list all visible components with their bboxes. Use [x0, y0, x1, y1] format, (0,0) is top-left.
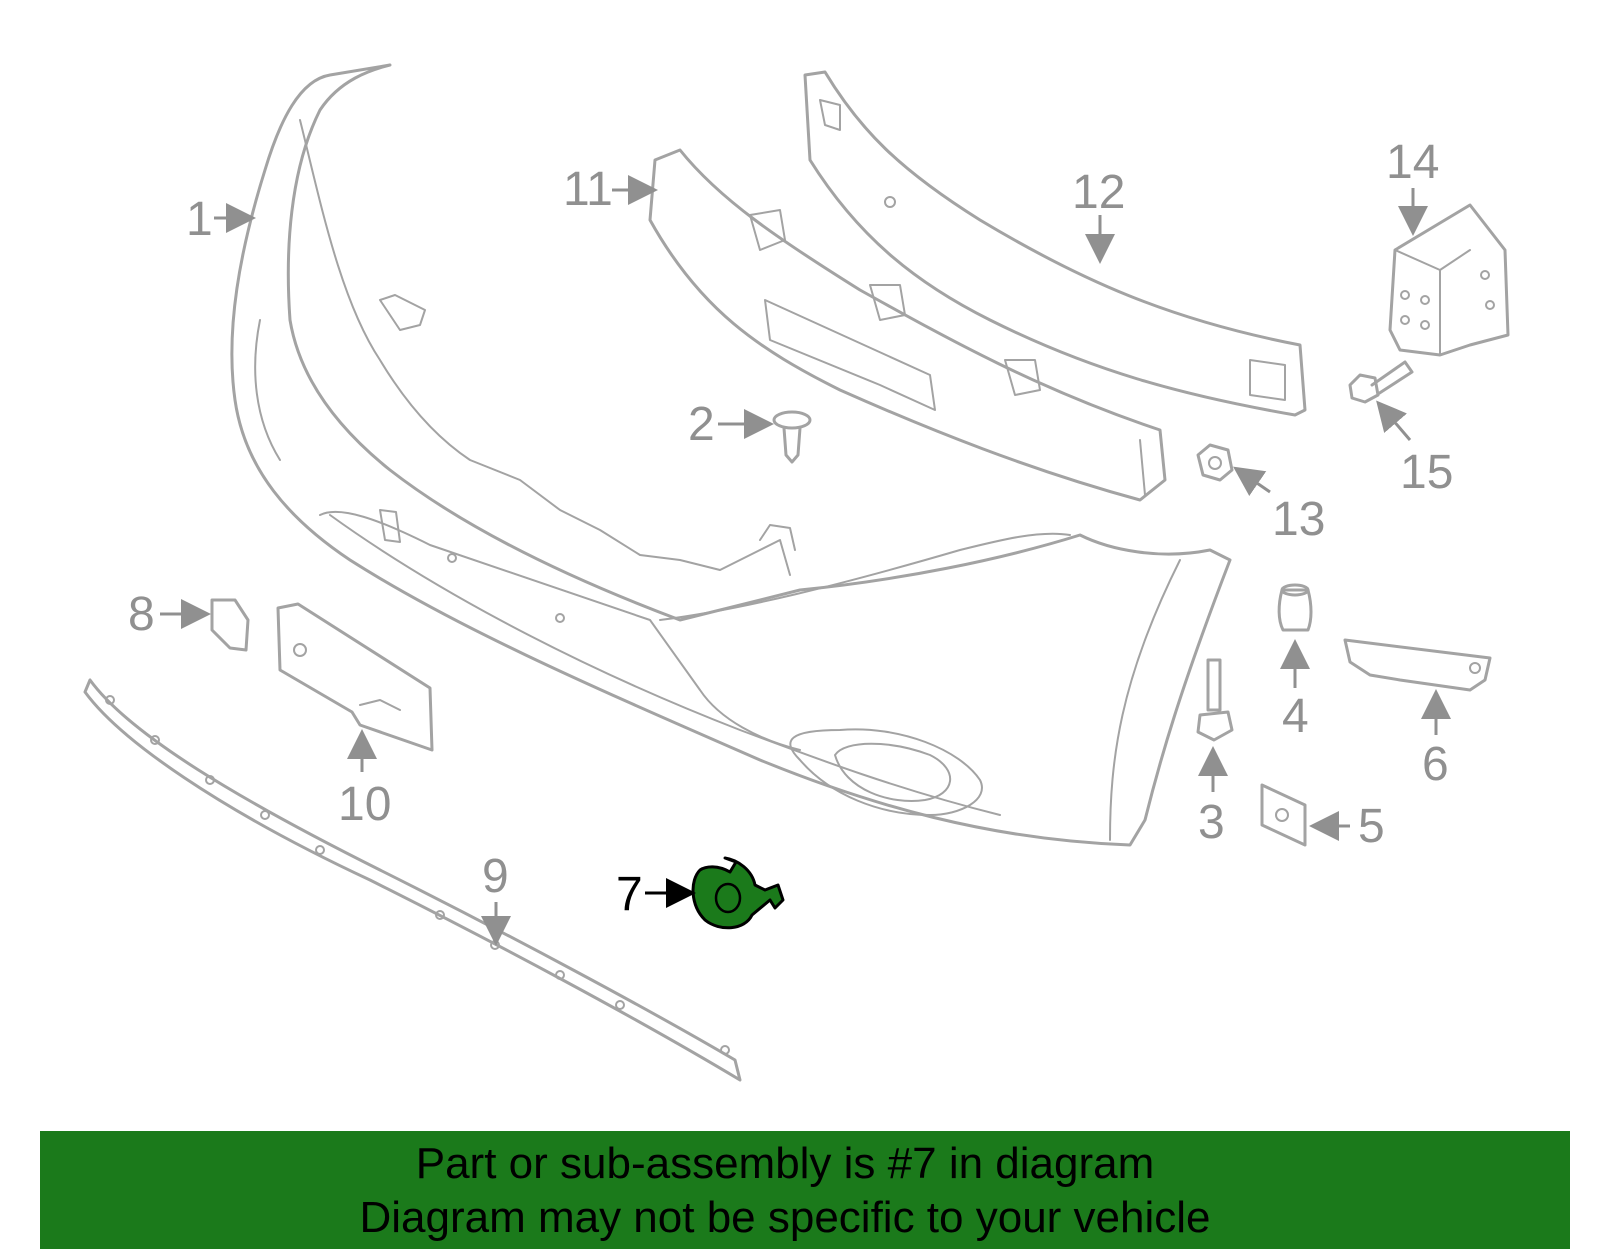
bumper-cover-part — [230, 63, 1232, 847]
cover-8-part — [210, 598, 250, 652]
banner-line-disclaimer: Diagram may not be specific to your vehi… — [359, 1193, 1211, 1242]
sensor-bracket-7-part — [691, 856, 785, 930]
callout-10: 10 — [338, 729, 391, 831]
nut-13-part — [1196, 443, 1234, 482]
callout-4: 4 — [1280, 639, 1310, 743]
energy-absorber-part — [648, 148, 1167, 502]
callout-12: 12 — [1072, 166, 1125, 264]
callout-1: 1 — [186, 193, 256, 246]
callout-3: 3 — [1198, 746, 1228, 849]
callout-label-10: 10 — [338, 778, 391, 831]
info-banner: Part or sub-assembly is #7 in diagram Di… — [40, 1131, 1570, 1249]
callout-label-4: 4 — [1282, 690, 1309, 743]
bracket-part — [1388, 203, 1510, 357]
callout-9: 9 — [481, 850, 511, 946]
bolt-15-part — [1348, 360, 1414, 404]
callout-7: 7 — [616, 868, 696, 921]
bolt-3-part — [1196, 658, 1234, 742]
callout-6: 6 — [1421, 689, 1451, 791]
callout-label-13: 13 — [1272, 493, 1325, 546]
callout-label-15: 15 — [1400, 446, 1453, 499]
callout-14: 14 — [1386, 136, 1439, 236]
callout-label-12: 12 — [1072, 166, 1125, 219]
clip-nut-5-part — [1260, 783, 1307, 847]
leader-arrow-15 — [1376, 400, 1412, 441]
callout-2: 2 — [688, 398, 774, 451]
leader-arrow-13 — [1233, 466, 1271, 496]
lower-molding-9-part — [83, 678, 742, 1082]
license-bracket-10-part — [276, 602, 434, 752]
callout-15: 15 — [1376, 400, 1453, 499]
callout-label-14: 14 — [1386, 136, 1439, 189]
clip-2-part — [772, 410, 812, 464]
callout-label-6: 6 — [1422, 738, 1449, 791]
banner-line-part-number: Part or sub-assembly is #7 in diagram — [415, 1139, 1155, 1188]
grommet-4-part — [1277, 583, 1313, 632]
callout-label-2: 2 — [688, 398, 715, 451]
callout-label-3: 3 — [1198, 796, 1225, 849]
callout-label-11: 11 — [563, 163, 613, 216]
callout-label-1: 1 — [186, 193, 213, 246]
reinforcement-beam-part — [803, 70, 1307, 417]
callout-13: 13 — [1233, 466, 1325, 546]
callout-5: 5 — [1309, 800, 1385, 853]
callout-label-5: 5 — [1358, 800, 1385, 853]
side-bracket-6-part — [1343, 638, 1492, 692]
callout-11: 11 — [563, 163, 658, 216]
callout-label-7: 7 — [616, 868, 643, 921]
callout-label-8: 8 — [128, 588, 155, 641]
callout-8: 8 — [128, 588, 211, 641]
callout-label-9: 9 — [482, 850, 509, 903]
